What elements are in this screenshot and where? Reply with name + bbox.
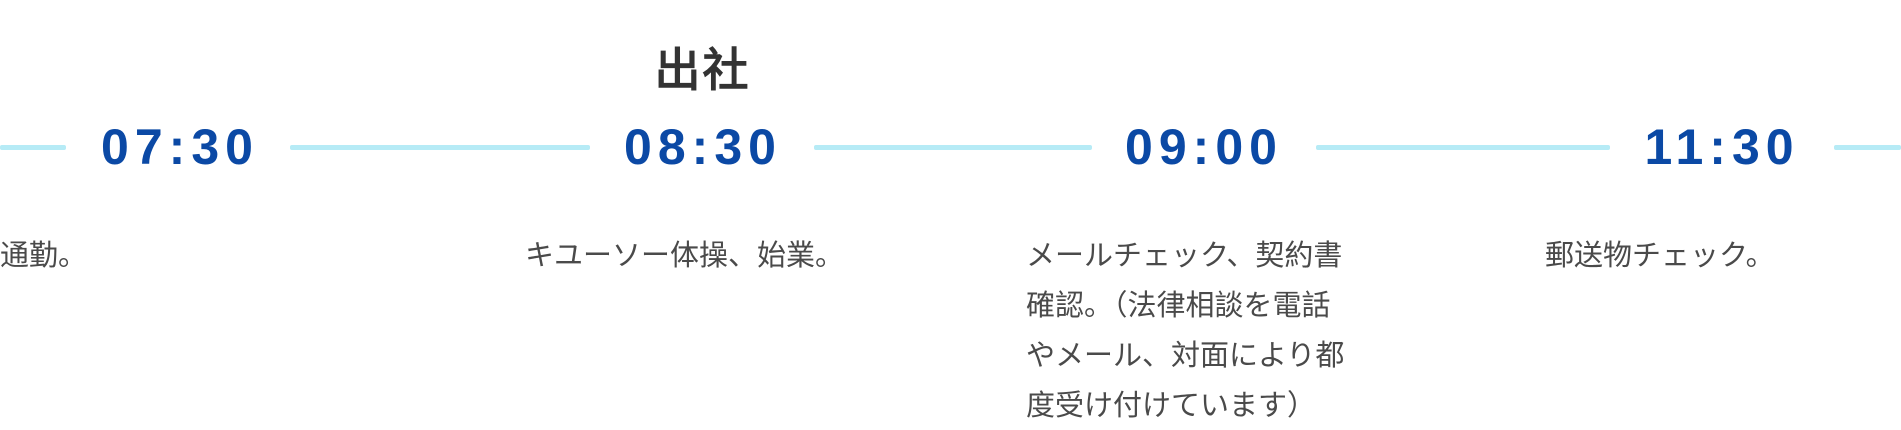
description-line: キユーソー体操、始業。 (525, 238, 845, 272)
description-line: 確認。（法律相談を電話 (1026, 288, 1331, 322)
timeline-time: 09:00 (1125, 119, 1283, 175)
timeline-description: 通勤。 (0, 230, 87, 280)
timeline-line-segment (1316, 145, 1610, 150)
timeline-description: 郵送物チェック。 (1545, 230, 1775, 280)
description-line: 郵送物チェック。 (1545, 238, 1775, 272)
timeline-line-segment (0, 145, 66, 150)
timeline-line-segment (1834, 145, 1901, 150)
timeline-description: メールチェック、契約書 確認。（法律相談を電話 やメール、対面により都 度受け付… (1026, 230, 1344, 430)
timeline-description: キユーソー体操、始業。 (525, 230, 844, 280)
timeline-time: 08:30 (624, 119, 782, 175)
timeline-line-segment (290, 145, 590, 150)
section-title: 出社 (654, 43, 751, 98)
description-line: メールチェック、契約書 (1026, 238, 1343, 272)
timeline-time: 07:30 (101, 119, 259, 175)
description-line: 通勤。 (0, 238, 88, 272)
timeline-time: 11:30 (1644, 119, 1800, 175)
description-line: 度受け付けています） (1026, 388, 1317, 422)
description-line: やメール、対面により都 (1026, 338, 1345, 372)
timeline-line-segment (814, 145, 1092, 150)
